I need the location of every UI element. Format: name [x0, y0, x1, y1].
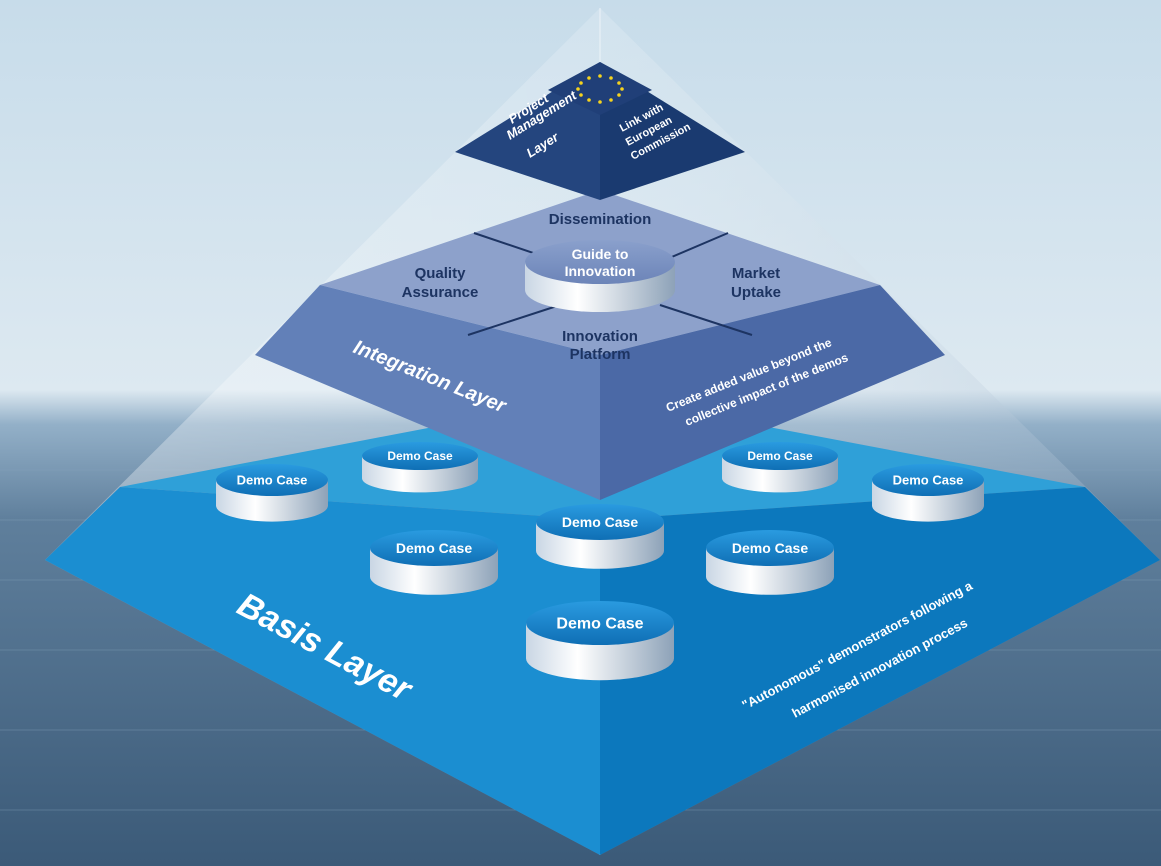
- demo-case-label: Demo Case: [396, 540, 472, 556]
- quadrant-innovation-platform-line-2: Platform: [570, 346, 631, 363]
- demo-case-cylinder-top: [536, 504, 664, 540]
- quadrant-divider: [659, 304, 753, 336]
- eu-stars-icon: [576, 74, 624, 104]
- demo-case-cylinder: Demo Case: [706, 530, 834, 595]
- demo-case-cylinder-top: [706, 530, 834, 566]
- quadrant-innovation-platform-line-1: Innovation: [562, 328, 638, 345]
- demo-case-label: Demo Case: [562, 514, 638, 530]
- demo-case-label: Demo Case: [732, 540, 808, 556]
- quadrant-divider: [467, 304, 561, 336]
- quadrant-market-uptake-line-2: Uptake: [731, 284, 781, 301]
- guide-to-innovation-line-1: Guide to: [572, 246, 629, 262]
- integration-layer-front-right: [600, 285, 945, 500]
- demo-case-label: Demo Case: [387, 449, 453, 463]
- demo-case-cylinder: Demo Case: [362, 442, 479, 493]
- demo-case-cylinder: Demo Case: [722, 442, 838, 493]
- demo-case-cylinder-top: [526, 601, 674, 645]
- quadrant-quality-assurance-line-2: Assurance: [402, 284, 479, 301]
- management-layer-top-face: [548, 62, 652, 115]
- demo-case-label: Demo Case: [747, 449, 813, 463]
- guide-to-innovation-line-2: Innovation: [565, 263, 636, 279]
- demo-case-label: Demo Case: [556, 616, 643, 633]
- quadrant-dissemination: Dissemination: [549, 211, 652, 228]
- integration-layer-front-left: [255, 285, 600, 500]
- demo-case-cylinder-top: [362, 442, 478, 470]
- demo-case-label: Demo Case: [893, 473, 964, 488]
- integration-layer: Dissemination Quality Assurance Market U…: [255, 190, 945, 500]
- demo-case-cylinder: Demo Case: [216, 464, 328, 522]
- demo-case-cylinder: Demo Case: [536, 504, 664, 569]
- demo-case-cylinder: Demo Case: [370, 530, 498, 595]
- demo-case-cylinder: Demo Case: [526, 601, 674, 681]
- quadrant-market-uptake-line-1: Market: [732, 265, 780, 282]
- guide-to-innovation-cylinder: Guide to Innovation: [525, 240, 675, 312]
- quadrant-quality-assurance-line-1: Quality: [415, 265, 467, 282]
- management-layer: Project Management Layer Link with Europ…: [455, 62, 745, 200]
- demo-case-cylinder-top: [216, 464, 328, 496]
- demo-case-cylinder-top: [722, 442, 838, 470]
- demo-case-label: Demo Case: [237, 473, 308, 488]
- demo-case-cylinder: Demo Case: [872, 464, 984, 522]
- demo-case-cylinder-top: [872, 464, 984, 496]
- demo-case-cylinder-top: [370, 530, 498, 566]
